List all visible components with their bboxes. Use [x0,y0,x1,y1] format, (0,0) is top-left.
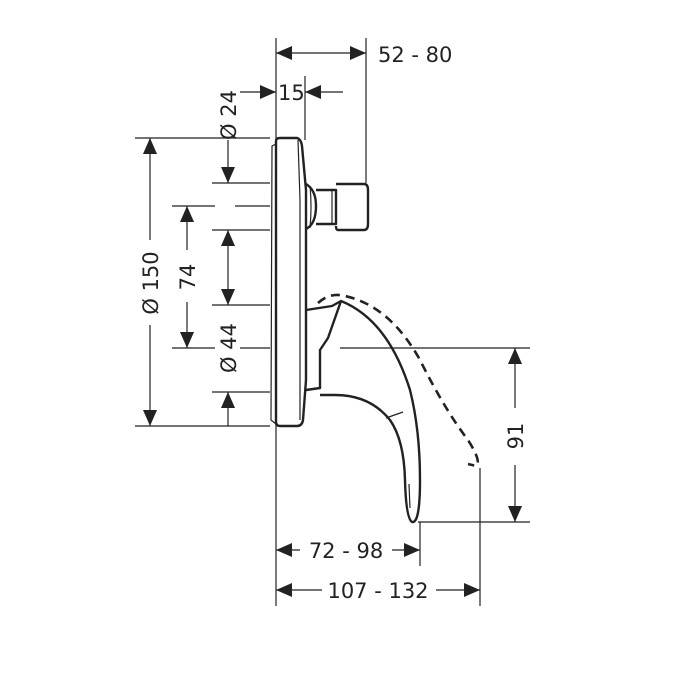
lever-handle [305,293,480,524]
dimension-74: 74 [176,206,200,348]
dimension-107-132: 107 - 132 [276,579,480,603]
valve-stem [305,182,370,232]
dimension-24: Ø 24 [217,90,241,305]
dimension-52-80: 52 - 80 [276,43,452,67]
label-150: Ø 150 [139,251,163,314]
label-72-98: 72 - 98 [309,539,383,563]
dimension-15: 15 [240,81,343,105]
label-15: 15 [278,81,305,105]
dimension-44: Ø 44 [217,289,241,426]
label-24: Ø 24 [217,90,241,140]
label-91: 91 [504,423,528,450]
label-107-132: 107 - 132 [327,579,428,603]
label-44: Ø 44 [217,323,241,373]
label-52-80: 52 - 80 [378,43,452,67]
dimension-91: 91 [504,348,528,522]
dimension-72-98: 72 - 98 [276,539,420,563]
cover-plate [270,136,308,428]
label-74: 74 [176,264,200,291]
dimension-150: Ø 150 [139,138,163,426]
